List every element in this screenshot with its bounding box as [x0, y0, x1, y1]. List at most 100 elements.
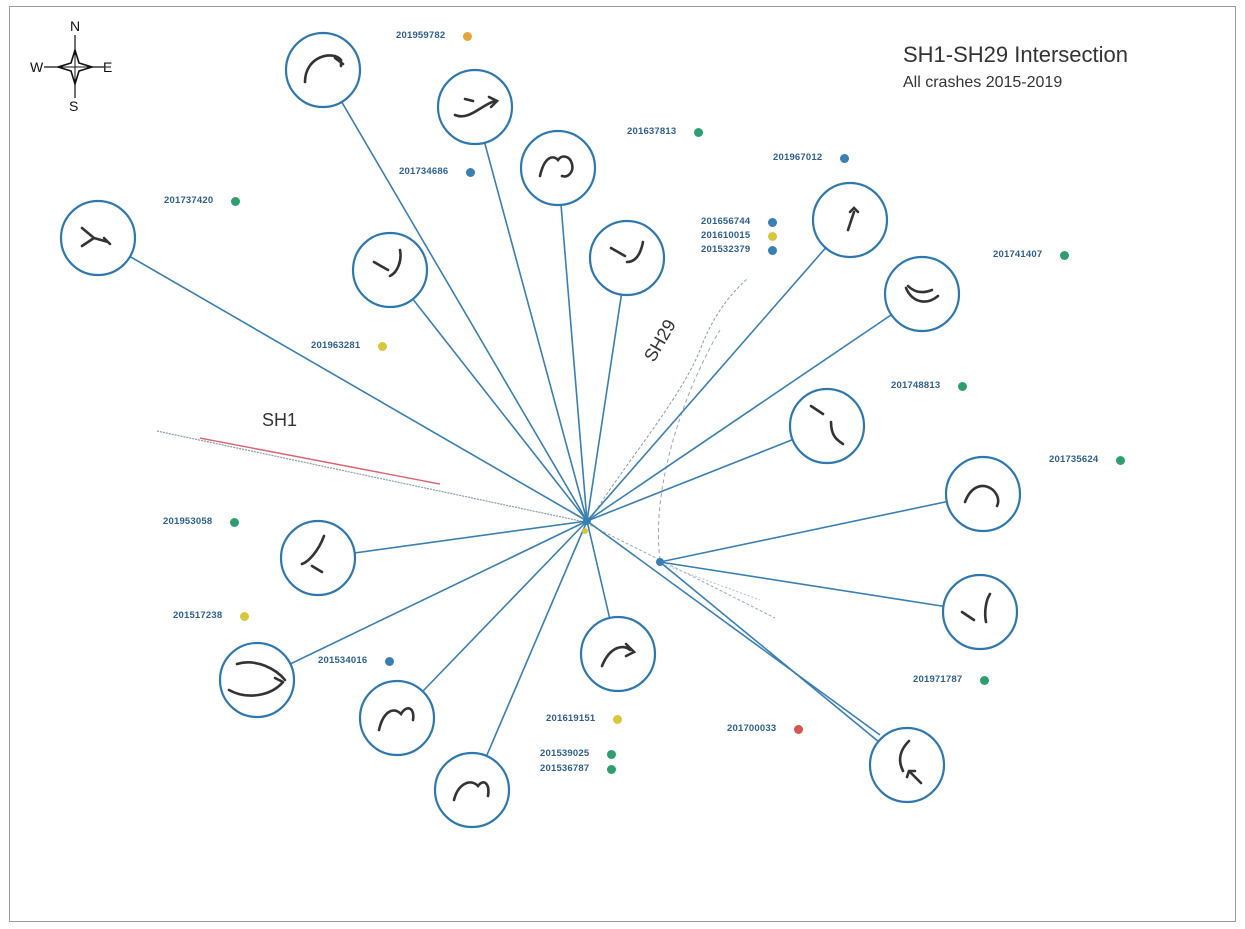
movement-arrow-icon — [303, 54, 345, 84]
crash-id-label[interactable]: 201637813 — [627, 126, 677, 137]
junction-marker-east — [656, 558, 664, 566]
leader-line — [256, 520, 588, 681]
crash-id-label[interactable]: 201967012 — [773, 152, 823, 163]
crash-id-label[interactable]: 201971787 — [913, 674, 963, 685]
leader-line — [586, 425, 828, 522]
crash-diagram-circle[interactable] — [941, 573, 1019, 651]
crash-diagram-circle[interactable] — [59, 199, 137, 277]
crash-diagram-circle[interactable] — [944, 455, 1022, 533]
leader-line — [396, 520, 588, 719]
crash-diagram-circle[interactable] — [279, 519, 357, 597]
circle-border — [941, 573, 1019, 651]
sh1-road-east — [589, 524, 776, 619]
leader-line — [586, 257, 628, 522]
movement-arrow-icon — [846, 206, 860, 232]
crash-diagram-circle[interactable] — [436, 68, 514, 146]
circle-border — [218, 641, 296, 719]
crash-severity-dot — [1116, 456, 1125, 465]
crash-severity-dot — [980, 676, 989, 685]
crash-id-label[interactable]: 201700033 — [727, 723, 777, 734]
crash-id-label[interactable]: 201735624 — [1049, 454, 1099, 465]
circle-border — [579, 615, 657, 693]
crash-severity-dot — [231, 197, 240, 206]
leader-line — [586, 219, 851, 522]
crash-id-label[interactable]: 201536787 — [540, 763, 590, 774]
junction-markers — [582, 517, 664, 566]
crash-diagram-circle[interactable] — [284, 31, 362, 109]
crash-diagram-circle[interactable] — [358, 679, 436, 757]
crash-id-label[interactable]: 201741407 — [993, 249, 1043, 260]
compass-east-label: E — [103, 59, 113, 75]
crash-diagram-circle[interactable] — [588, 219, 666, 297]
crash-severity-dot — [768, 232, 777, 241]
leader-line — [322, 69, 588, 522]
crash-diagram-circle[interactable] — [811, 181, 889, 259]
map-title: SH1-SH29 Intersection — [903, 42, 1128, 67]
movement-arrow-icon — [904, 284, 940, 303]
crash-diagram-circle[interactable] — [351, 231, 429, 309]
crash-severity-dot — [794, 725, 803, 734]
movement-arrow-icon — [609, 240, 645, 264]
sh1-road-west — [156, 430, 586, 523]
compass-south-label: S — [69, 98, 79, 114]
crash-id-label[interactable]: 201610015 — [701, 230, 751, 241]
crash-severity-dot — [768, 218, 777, 227]
crash-id-label[interactable]: 201619151 — [546, 713, 596, 724]
movement-arrow-icon — [452, 781, 490, 802]
crash-severity-dot — [230, 518, 239, 527]
crash-diagram-circle[interactable] — [433, 751, 511, 829]
movement-arrow-icon — [80, 226, 112, 248]
movement-arrow-icon — [538, 155, 574, 178]
crash-id-label[interactable]: 201963281 — [311, 340, 361, 351]
crash-diagram-circle[interactable] — [579, 615, 657, 693]
crash-diagram-circle[interactable] — [519, 129, 597, 207]
sh1-road-east-2 — [664, 564, 761, 601]
crash-id-label[interactable]: 201734686 — [399, 166, 449, 177]
crash-severity-dot — [378, 342, 387, 351]
sh1-road-label: SH1 — [262, 410, 298, 430]
leader-line — [389, 269, 588, 522]
crash-severity-dot — [768, 246, 777, 255]
circle-border — [868, 726, 946, 804]
crash-diagram-circle[interactable] — [218, 641, 296, 719]
crash-severity-dot — [1060, 251, 1069, 260]
crash-id-label[interactable]: 201748813 — [891, 380, 941, 391]
junction-marker-main — [583, 517, 591, 525]
crash-id-label[interactable]: 201656744 — [701, 216, 751, 227]
movement-arrow-icon — [227, 661, 287, 697]
crash-id-label[interactable]: 201737420 — [164, 195, 214, 206]
crash-id-label[interactable]: 201953058 — [163, 516, 213, 527]
movement-arrow-icon — [809, 404, 845, 446]
circle-border — [358, 679, 436, 757]
leader-line — [317, 520, 588, 559]
circle-border — [433, 751, 511, 829]
leader-line — [586, 520, 881, 736]
crash-diagram-circle[interactable] — [788, 387, 866, 465]
circle-border — [519, 129, 597, 207]
circle-border — [351, 231, 429, 309]
leader-line — [586, 293, 923, 522]
circle-border — [436, 68, 514, 146]
crash-id-label[interactable]: 201517238 — [173, 610, 223, 621]
movement-arrow-icon — [600, 642, 637, 668]
circle-border — [883, 255, 961, 333]
crash-severity-dot — [613, 715, 622, 724]
crash-severity-dot — [694, 128, 703, 137]
leader-line — [659, 493, 984, 563]
movement-arrow-icon — [898, 739, 923, 785]
movement-arrow-icon — [963, 484, 1000, 508]
crash-id-label[interactable]: 201539025 — [540, 748, 590, 759]
crash-diagram-circle[interactable] — [883, 255, 961, 333]
crash-id-label[interactable]: 201532379 — [701, 244, 751, 255]
crash-id-label[interactable]: 201959782 — [396, 30, 446, 41]
compass-west-label: W — [30, 59, 44, 75]
crash-id-label[interactable]: 201534016 — [318, 655, 368, 666]
movement-arrow-icon — [453, 95, 500, 118]
junction-marker-yellow — [582, 528, 588, 534]
map-subtitle: All crashes 2015-2019 — [903, 74, 1063, 91]
movement-arrow-icon — [300, 534, 326, 574]
crash-diagram-circle[interactable] — [868, 726, 946, 804]
circle-border — [944, 455, 1022, 533]
circle-border — [588, 219, 666, 297]
crash-severity-dot — [240, 612, 249, 621]
